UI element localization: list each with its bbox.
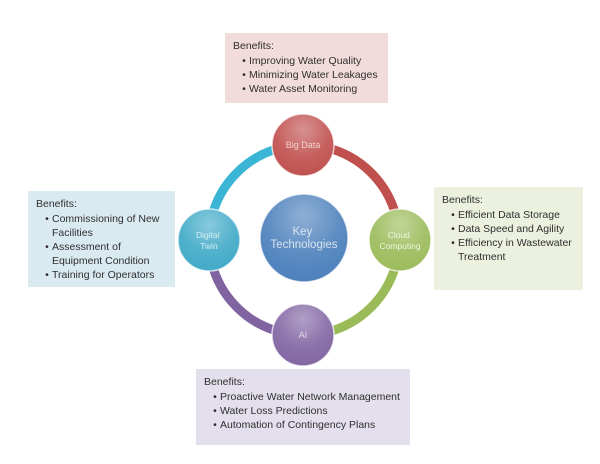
bullet-icon: • <box>242 69 246 81</box>
digital-twin-node: Digital Twin <box>177 208 241 272</box>
bullet-icon: • <box>45 241 49 253</box>
arc-ai-to-digital-twin <box>206 256 288 338</box>
bullet-icon: • <box>242 83 246 95</box>
benefit-item-text: Commissioning of New Facilities <box>52 213 160 239</box>
bullet-icon: • <box>213 405 217 417</box>
key-technologies-label: Key Technologies <box>270 226 337 251</box>
big-data-label: Big Data <box>286 140 321 150</box>
big-data-node: Big Data <box>271 113 335 177</box>
bullet-icon: • <box>45 213 49 225</box>
benefit-item-text: Water Loss Predictions <box>220 405 328 417</box>
benefit-item-text: Efficiency in Wastewater Treatment <box>458 237 572 263</box>
bullet-icon: • <box>451 237 455 249</box>
benefit-item-text: Improving Water Quality <box>249 55 362 67</box>
benefit-item-text: Assessment of Equipment Condition <box>52 241 150 267</box>
bullet-icon: • <box>213 419 217 431</box>
cloud-computing-label: Cloud Computing <box>379 230 420 251</box>
bullet-icon: • <box>45 269 49 281</box>
key-technologies-node: Key Technologies <box>259 193 349 283</box>
bullet-icon: • <box>451 223 455 235</box>
benefit-item-text: Automation of Contingency Plans <box>220 419 376 431</box>
benefit-item: • Data Speed and Agility <box>442 222 575 236</box>
benefit-item-text: Data Speed and Agility <box>458 223 565 235</box>
arc-digital-twin-to-big-data <box>206 142 288 224</box>
benefit-item-text: Training for Operators <box>52 269 155 281</box>
benefit-item: • Efficiency in Wastewater Treatment <box>442 236 575 264</box>
ai-label: AI <box>299 330 308 340</box>
digital-twin-shine <box>178 209 240 271</box>
benefits-box-cloud-computing: Benefits: • Efficient Data Storage • Dat… <box>434 187 583 290</box>
benefit-item: • Training for Operators <box>36 268 167 282</box>
benefits-box-ai: Benefits: • Proactive Water Network Mana… <box>196 369 410 445</box>
benefits-box-big-data: Benefits: • Improving Water Quality • Mi… <box>225 33 388 103</box>
benefits-title: Benefits: <box>204 376 245 388</box>
benefit-item-text: Water Asset Monitoring <box>249 83 358 95</box>
arc-cloud-computing-to-ai <box>320 256 402 338</box>
arc-big-data-to-cloud-computing <box>320 142 402 224</box>
cloud-computing-node: Cloud Computing <box>368 208 432 272</box>
bullet-icon: • <box>451 209 455 221</box>
key-technologies-shine <box>260 194 348 282</box>
digital-twin-label: Digital Twin <box>196 230 222 251</box>
benefits-box-digital-twin: Benefits: • Commissioning of New Facilit… <box>28 191 175 287</box>
benefit-item-text: Proactive Water Network Management <box>220 391 400 403</box>
bullet-icon: • <box>213 391 217 403</box>
benefit-item: • Water Asset Monitoring <box>233 82 380 96</box>
benefits-title: Benefits: <box>442 194 483 206</box>
benefits-title: Benefits: <box>36 198 77 210</box>
benefit-item: • Water Loss Predictions <box>204 404 402 418</box>
benefit-item: • Efficient Data Storage <box>442 208 575 222</box>
benefit-item: • Commissioning of New Facilities <box>36 212 167 240</box>
benefit-item: • Assessment of Equipment Condition <box>36 240 167 268</box>
benefits-title: Benefits: <box>233 40 274 52</box>
ai-node: AI <box>271 303 335 367</box>
bullet-icon: • <box>242 55 246 67</box>
cloud-computing-shine <box>369 209 431 271</box>
benefit-item: • Improving Water Quality <box>233 54 380 68</box>
benefit-item-text: Efficient Data Storage <box>458 209 560 221</box>
big-data-shine <box>272 114 334 176</box>
benefit-item: • Proactive Water Network Management <box>204 390 402 404</box>
benefit-item: • Minimizing Water Leakages <box>233 68 380 82</box>
benefit-item-text: Minimizing Water Leakages <box>249 69 378 81</box>
ai-shine <box>272 304 334 366</box>
benefit-item: • Automation of Contingency Plans <box>204 418 402 432</box>
